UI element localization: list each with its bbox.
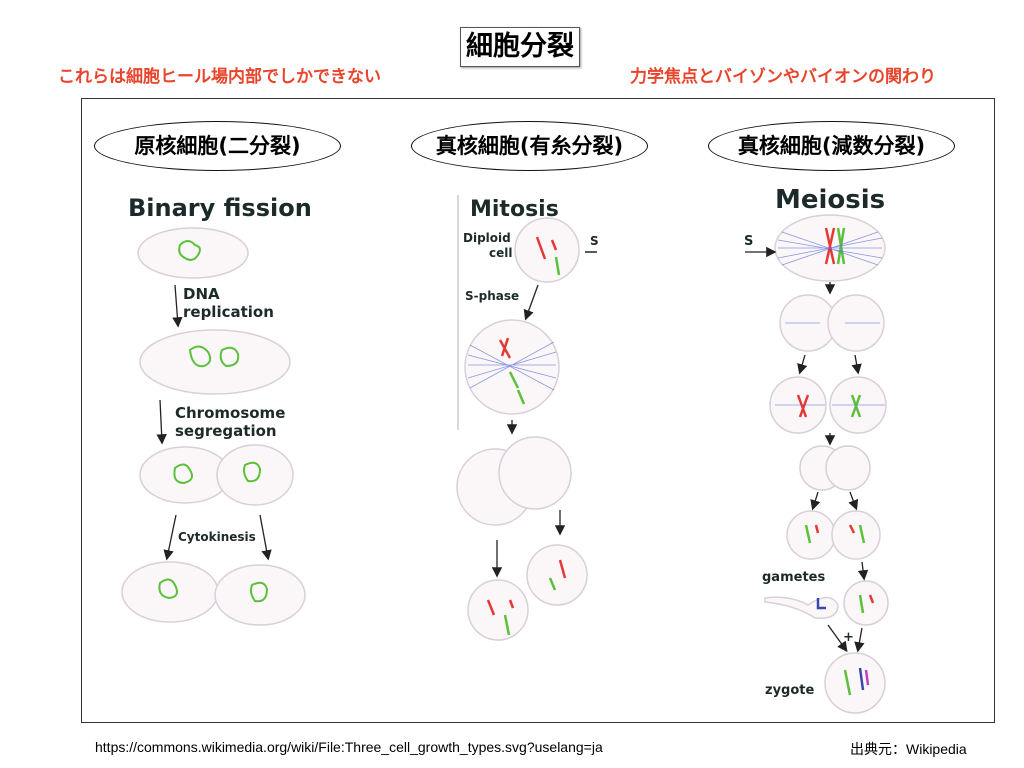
heading-mitosis: 真核細胞(有糸分裂) [411,121,648,171]
label-zygote: zygote [765,683,814,698]
cell [824,652,886,714]
label-gametes: gametes [762,570,825,585]
cell [464,319,560,415]
label-chromosome: Chromosome [175,404,285,422]
cell [786,510,836,560]
right-note: 力学焦点とバイゾンやバイオンの関わり [630,67,936,87]
cell [843,580,889,626]
cell [214,564,306,626]
label-dna: DNA [183,285,220,303]
label-s-phase: S-phase [465,289,519,303]
label-s: S [744,234,753,249]
chromosomes [486,227,875,696]
cell [121,561,219,623]
slide-title: 細胞分裂 [460,27,580,67]
label-cytokinesis: Cytokinesis [178,530,256,544]
mitosis-title: Mitosis [470,197,559,222]
arrows [156,246,869,653]
cell [139,329,291,395]
cell [825,445,871,491]
heading-meiosis: 真核細胞(減数分裂) [708,121,955,171]
label-cell: cell [489,246,512,260]
label-plus: + [843,630,854,645]
dna-loops [158,240,269,603]
diagram-frame [81,98,995,723]
left-note: これらは細胞ヒール場内部でしかできない [58,67,381,87]
cell [526,544,588,606]
source-url[interactable]: https://commons.wikimedia.org/wiki/File:… [95,739,603,755]
cell [831,510,881,560]
cell [467,579,529,641]
label-diploid: Diploid [463,231,511,245]
meiosis-title: Meiosis [775,185,885,215]
cell [498,436,572,510]
label-segregation: segregation [175,422,277,440]
label-s: S [590,234,599,248]
cell [137,227,249,279]
label-replication: replication [183,303,274,321]
cell [514,217,580,283]
spindle-fibers [467,231,885,406]
binary-fission-title: Binary fission [128,194,312,222]
sperm-cell [764,596,839,619]
cell [216,444,294,506]
source-credit: 出典元：Wikipedia [850,741,967,757]
heading-prokaryote: 原核細胞(二分裂) [94,121,341,171]
